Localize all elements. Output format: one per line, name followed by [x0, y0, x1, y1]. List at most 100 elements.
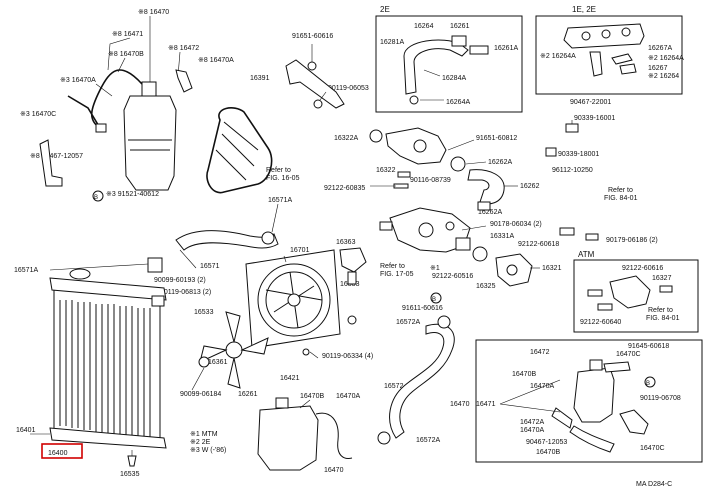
label-16391[interactable]: 16391 [250, 75, 270, 82]
bracket-16470C[interactable] [39, 139, 63, 187]
bolt-91521-40612[interactable] [92, 190, 104, 202]
inset-reservoir-16471[interactable]: 16471 [476, 401, 496, 408]
overflow-hose[interactable] [90, 69, 143, 129]
label-16321[interactable]: 16321 [542, 265, 562, 272]
plug-90339-18001[interactable] [545, 147, 557, 157]
label-91521-40612[interactable]: ※3 91521-40612 [106, 191, 159, 198]
inset-reservoir-16470B[interactable]: 16470B [512, 371, 536, 378]
label-90467-12057[interactable]: ※8 90467-12057 [30, 153, 83, 160]
label-16571[interactable]: 16571 [200, 263, 220, 270]
bolt-b[interactable] [313, 99, 323, 109]
fan-blade[interactable] [199, 311, 269, 389]
inset-1e2e-16264A-a[interactable]: ※2 16264A [540, 53, 576, 60]
hose-clamp-left[interactable] [95, 123, 107, 133]
label-16533[interactable]: 16533 [194, 309, 214, 316]
label-16471[interactable]: ※8 16471 [112, 31, 143, 38]
inset-reservoir-90467[interactable]: 90467-12053 [526, 439, 567, 446]
label-16572A[interactable]: 16572A [396, 319, 420, 326]
inset-reservoir-16470C-b[interactable]: 16470C [640, 445, 665, 452]
label-16363[interactable]: 16363 [336, 239, 356, 246]
inset-2e-16264A[interactable]: 16264A [446, 99, 470, 106]
label-16262A[interactable]: 16262A [488, 159, 512, 166]
inset-1e2e-16264A-b[interactable]: ※2 16264A [648, 55, 684, 62]
fan-coupling[interactable] [198, 356, 210, 368]
inset-1e2e-90467[interactable]: 90467-22001 [570, 99, 611, 106]
label-16472-top[interactable]: ※8 16472 [168, 45, 199, 52]
inset-1e2e-16264[interactable]: ※2 16264 [648, 73, 679, 80]
water-outlet-16321[interactable] [495, 253, 533, 287]
inset-atm-92122-60616[interactable]: 92122-60616 [622, 265, 663, 272]
inset-2e-pipe[interactable] [451, 35, 467, 47]
inset-2e-hose[interactable] [403, 39, 469, 95]
radiator-top-tank[interactable] [49, 277, 167, 301]
label-16401[interactable]: 16401 [16, 427, 36, 434]
label-90119-06813[interactable]: 90119-06813 (2) [160, 289, 211, 296]
fan-motor-16363[interactable] [339, 247, 367, 273]
label-90099-60193[interactable]: 90099-60193 (2) [154, 277, 206, 284]
label-16470-top[interactable]: ※8 16470 [138, 9, 169, 16]
hose-16470A[interactable] [175, 69, 193, 93]
label-91611-60616[interactable]: 91611-60616 [402, 305, 443, 312]
inset-reservoir-91645[interactable]: 91645-60618 [628, 343, 669, 350]
inset-2e-16264[interactable]: 16264 [414, 23, 434, 30]
label-16572A-bot[interactable]: 16572A [416, 437, 440, 444]
label-92122-60618[interactable]: 92122-60618 [518, 241, 559, 248]
label-16400[interactable]: 16400 [48, 450, 68, 457]
radiator-bottom-tank[interactable] [49, 427, 167, 449]
highlight-box-16400[interactable] [41, 443, 83, 459]
label-90119-06334[interactable]: 90119-06334 (4) [322, 353, 373, 360]
inset-2e-16284A[interactable]: 16284A [442, 75, 466, 82]
label-16701[interactable]: 16701 [290, 247, 310, 254]
radiator-cap[interactable] [69, 268, 91, 280]
label-16470A-top[interactable]: ※8 16470A [198, 57, 234, 64]
label-96112-10250[interactable]: 96112-10250 [552, 167, 593, 174]
label-16470-bot[interactable]: 16470 [324, 467, 344, 474]
inset-2e-hose-short[interactable] [469, 45, 489, 55]
inset-2e-16261A[interactable]: 16261A [494, 45, 518, 52]
bolt-a[interactable] [307, 61, 317, 71]
plug-90339-16001[interactable] [565, 123, 579, 133]
label-90339-18001[interactable]: 90339-18001 [558, 151, 599, 158]
label-16322A[interactable]: 16322A [334, 135, 358, 142]
drive-belt[interactable] [206, 107, 273, 194]
inset-2e-16281A[interactable]: 16281A [380, 39, 404, 46]
inset-reservoir-16470A[interactable]: 16470A [530, 383, 554, 390]
gasket-16322A[interactable] [369, 129, 383, 143]
label-16470B-bot[interactable]: 16470B [300, 393, 324, 400]
label-90179-06186[interactable]: 90179-06186 (2) [606, 237, 658, 244]
inset-reservoir-16472A[interactable]: 16472A [520, 419, 544, 426]
inset-2e-16261[interactable]: 16261 [450, 23, 470, 30]
inset-reservoir-16472[interactable]: 16472 [530, 349, 550, 356]
label-16470C[interactable]: ※3 16470C [20, 111, 56, 118]
reservoir-16470[interactable] [257, 405, 319, 471]
label-91651-60812[interactable]: 91651-60812 [476, 135, 517, 142]
label-16572[interactable]: 16572 [384, 383, 404, 390]
label-16571A-left[interactable]: 16571A [14, 267, 38, 274]
label-16470B-top[interactable]: ※8 16470B [108, 51, 144, 58]
label-16361[interactable]: 16361 [208, 359, 228, 366]
inset-reservoir-tank[interactable] [573, 367, 615, 423]
label-16535[interactable]: 16535 [120, 471, 140, 478]
inset-reservoir-16470A-b[interactable]: 16470A [520, 427, 544, 434]
label-90116-08739[interactable]: 90116-08739 [410, 177, 451, 184]
reservoir-tank[interactable] [123, 95, 177, 191]
water-inlet-16322[interactable] [385, 127, 447, 165]
inset-1e2e-16267[interactable]: 16267 [648, 65, 668, 72]
label-16571A-top[interactable]: 16571A [268, 197, 292, 204]
radiator-hose-upper[interactable] [175, 230, 279, 251]
inset-atm-outlet[interactable] [609, 275, 651, 309]
label-16261[interactable]: 16261 [238, 391, 258, 398]
bracket-16571[interactable] [147, 257, 163, 273]
inset-reservoir-bracket[interactable] [619, 409, 649, 435]
inset-1e2e-hose[interactable] [589, 51, 603, 77]
bolt-16363[interactable] [347, 315, 357, 325]
label-16262A-b[interactable]: 16262A [478, 209, 502, 216]
inset-reservoir-90119[interactable]: 90119-06708 [640, 395, 681, 402]
label-16331A[interactable]: 16331A [490, 233, 514, 240]
hose-16262[interactable] [467, 169, 505, 205]
label-91651-60616[interactable]: 91651-60616 [292, 33, 333, 40]
